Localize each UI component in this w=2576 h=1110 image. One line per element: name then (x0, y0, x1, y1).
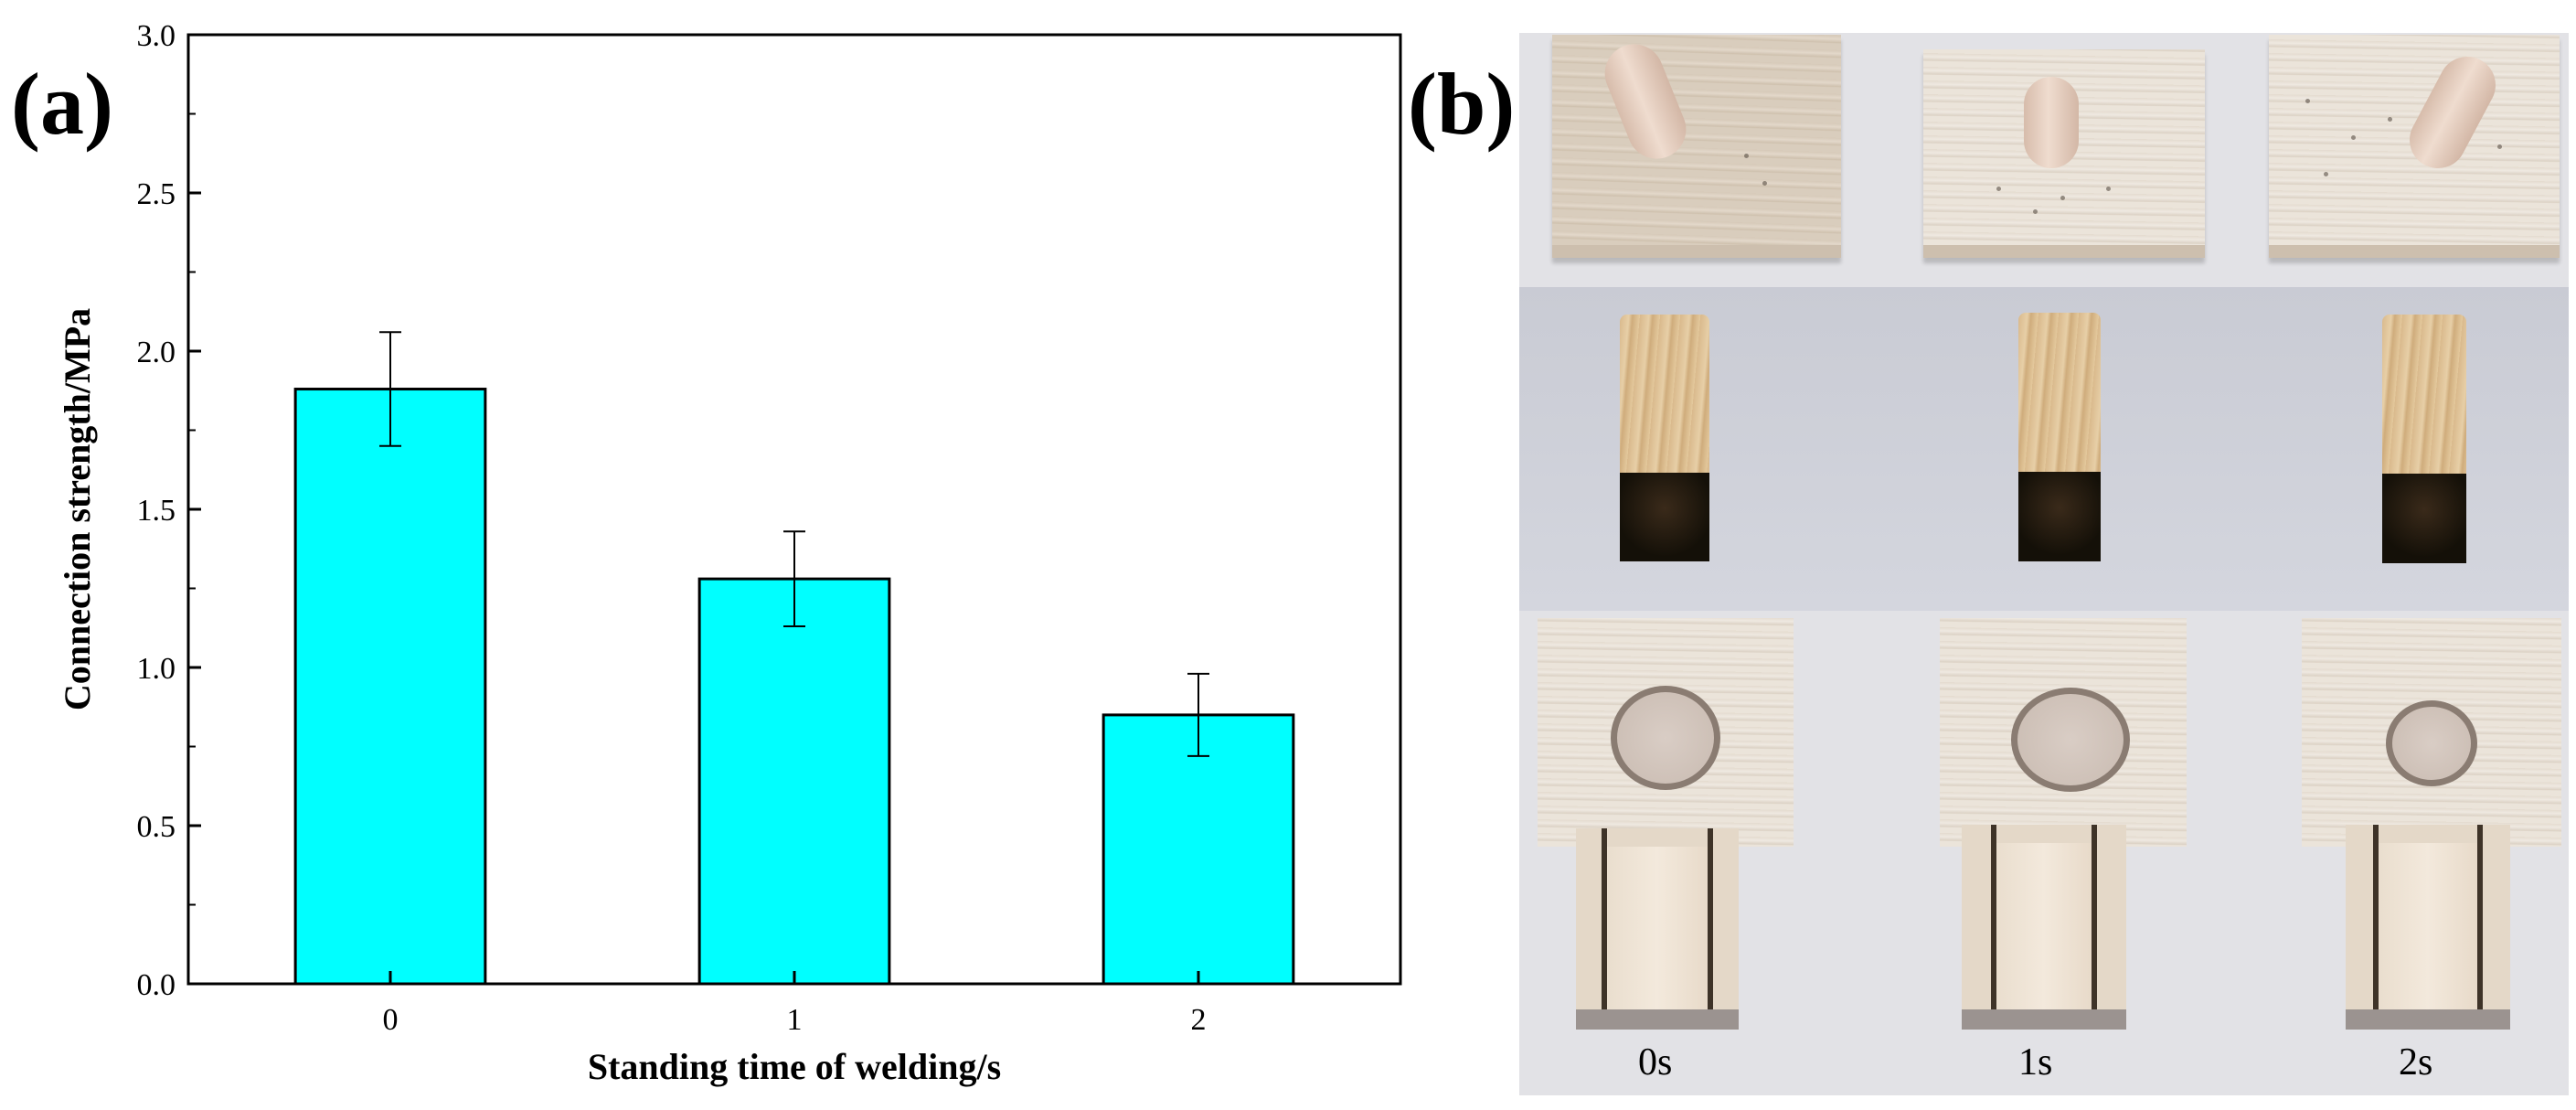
y-tick-label: 2.5 (137, 177, 176, 211)
dowel-0s (1620, 315, 1709, 561)
bar-1 (697, 577, 891, 986)
photo-panel: 0s 1s 2s (1519, 33, 2569, 1095)
wood-block-2s (2269, 35, 2560, 258)
y-tick-label: 0.0 (137, 968, 176, 1002)
dowel-stub-2s (2400, 47, 2506, 178)
weld-ring-2s (2386, 700, 2477, 786)
y-tick-label: 1.0 (137, 652, 176, 686)
bar-2 (1102, 713, 1295, 986)
photo-label-1s: 1s (2018, 1041, 2053, 1083)
panel-label-b: (b) (1408, 55, 1516, 153)
dowel-stub-1s (2024, 77, 2079, 168)
photo-label-2s: 2s (2399, 1041, 2433, 1083)
dowel-photo-strip (1519, 287, 2569, 611)
y-tick-label: 2.0 (137, 336, 176, 369)
cross-section-1s (1962, 825, 2126, 1030)
x-tick-label: 0 (383, 1003, 399, 1037)
y-axis-title: Connection strength/MPa (57, 308, 98, 710)
x-tick-label: 1 (787, 1003, 803, 1037)
y-tick-label: 3.0 (137, 19, 176, 53)
photo-label-0s: 0s (1638, 1041, 1673, 1083)
wood-block-1s (1923, 49, 2205, 258)
x-tick-label: 2 (1191, 1003, 1207, 1037)
cross-section-0s (1576, 828, 1739, 1030)
wood-block-0s (1552, 35, 1841, 258)
weld-surface-1s (1940, 618, 2187, 847)
dowel-stub-0s (1595, 35, 1696, 168)
weld-ring-0s (1611, 686, 1720, 790)
panel-label-a: (a) (11, 55, 113, 153)
bar-0 (293, 388, 487, 986)
cross-section-2s (2346, 825, 2510, 1030)
weld-ring-1s (2011, 688, 2130, 792)
dowel-1s (2018, 313, 2101, 561)
x-axis-title: Standing time of welding/s (588, 1046, 1001, 1087)
weld-surface-2s (2302, 618, 2561, 847)
weld-surface-0s (1538, 618, 1794, 847)
y-tick-label: 0.5 (137, 810, 176, 844)
dowel-2s (2382, 315, 2466, 563)
y-tick-label: 1.5 (137, 494, 176, 528)
